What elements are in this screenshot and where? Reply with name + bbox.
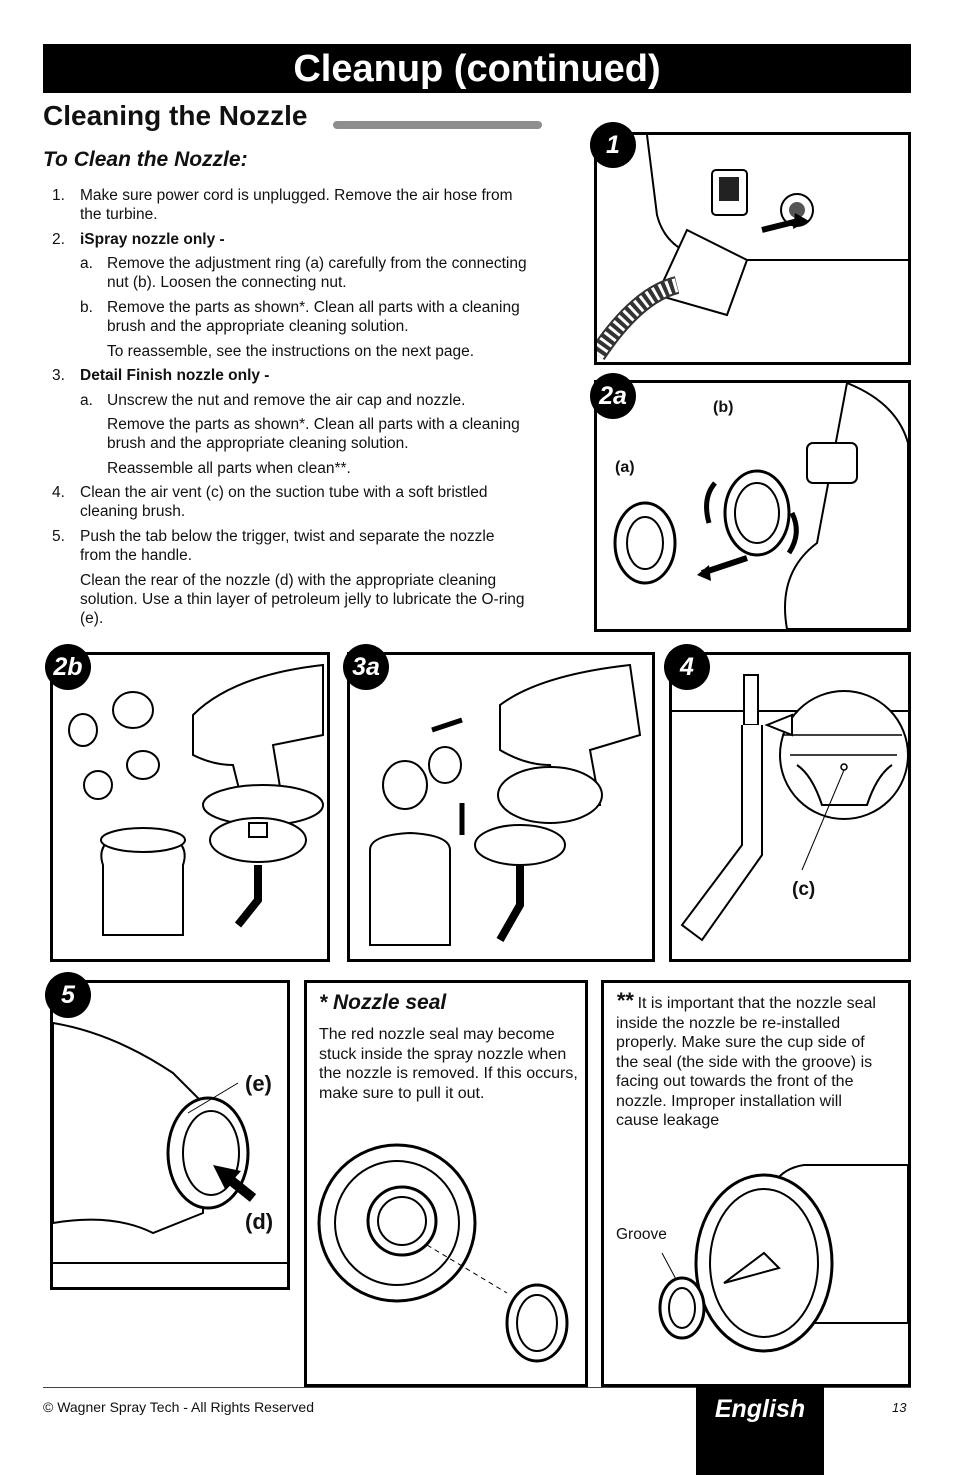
figure-1-badge: 1 (590, 122, 636, 168)
page-title: Cleanup (continued) (43, 44, 911, 93)
step-2-text: iSpray nozzle only - (80, 231, 225, 248)
step-2a-letter: a. (80, 255, 93, 272)
installation-note-text: It is important that the nozzle seal ins… (616, 995, 876, 1129)
nozzle-seal-illustration (317, 1143, 569, 1363)
figure-4-panel: (c) (669, 652, 911, 962)
step-3a-text: Unscrew the nut and remove the air cap a… (107, 392, 466, 409)
step-1-number: 1. (52, 187, 65, 204)
double-asterisk-mark: ** (616, 988, 634, 1013)
step-2b-letter: b. (80, 299, 93, 316)
step-2b-text: Remove the parts as shown*. Clean all pa… (107, 299, 520, 335)
installation-note: ** It is important that the nozzle seal … (616, 988, 882, 1131)
figure-3a-badge: 3a (343, 644, 389, 690)
figure-3a-panel (347, 652, 655, 962)
label-b: (b) (713, 399, 734, 416)
seal-installation-illustration (658, 1164, 908, 1353)
step-3a-extra-1: Remove the parts as shown*. Clean all pa… (107, 416, 520, 452)
step-5-text: Push the tab below the trigger, twist an… (80, 528, 495, 564)
figure-2a-panel: (b) (a) (594, 380, 911, 632)
instructions-subtitle: To Clean the Nozzle: (43, 148, 248, 171)
step-2b-extra: To reassemble, see the instructions on t… (107, 343, 475, 360)
section-rule (333, 121, 542, 129)
installation-note-panel: ** It is important that the nozzle seal … (601, 980, 911, 1387)
step-3-text: Detail Finish nozzle only - (80, 367, 270, 384)
step-3a-extra-2: Reassemble all parts when clean**. (107, 460, 351, 477)
label-c: (c) (792, 879, 816, 900)
ispray-parts-illustration (68, 663, 324, 936)
step-1-text: Make sure power cord is unplugged. Remov… (80, 187, 513, 223)
suction-tube-illustration (672, 674, 908, 942)
step-3-number: 3. (52, 367, 65, 384)
page-number: 13 (892, 1400, 907, 1415)
adjustment-ring-illustration (613, 383, 908, 629)
footer-rule (43, 1387, 911, 1388)
step-2a-text: Remove the adjustment ring (a) carefully… (107, 255, 527, 291)
nozzle-seal-panel: * Nozzle seal The red nozzle seal may be… (304, 980, 588, 1387)
figure-2b-badge: 2b (45, 644, 91, 690)
groove-label: Groove (616, 1226, 667, 1243)
step-4-text: Clean the air vent (c) on the suction tu… (80, 484, 488, 520)
section-title: Cleaning the Nozzle (43, 100, 308, 131)
figure-2b-panel (50, 652, 330, 962)
step-4-number: 4. (52, 484, 65, 501)
figure-4-badge: 4 (664, 644, 710, 690)
turbine-hose-illustration (597, 135, 908, 361)
figure-5-panel: (e) (d) (50, 980, 290, 1290)
detail-finish-parts-illustration (369, 663, 642, 946)
step-3a-letter: a. (80, 392, 93, 409)
nozzle-seal-heading: * Nozzle seal (319, 991, 447, 1014)
nozzle-rear-illustration (53, 1021, 287, 1264)
figure-5-badge: 5 (45, 972, 91, 1018)
figure-1-panel (594, 132, 911, 365)
figure-2a-badge: 2a (590, 373, 636, 419)
step-5-extra: Clean the rear of the nozzle (d) with th… (80, 572, 525, 627)
step-2-number: 2. (52, 231, 65, 248)
step-5-number: 5. (52, 528, 65, 545)
language-tab: English (696, 1387, 824, 1475)
nozzle-seal-text: The red nozzle seal may become stuck ins… (319, 1026, 578, 1102)
label-e: (e) (245, 1071, 272, 1096)
label-d: (d) (245, 1209, 274, 1234)
copyright: © Wagner Spray Tech - All Rights Reserve… (43, 1399, 314, 1415)
label-a: (a) (615, 459, 635, 476)
